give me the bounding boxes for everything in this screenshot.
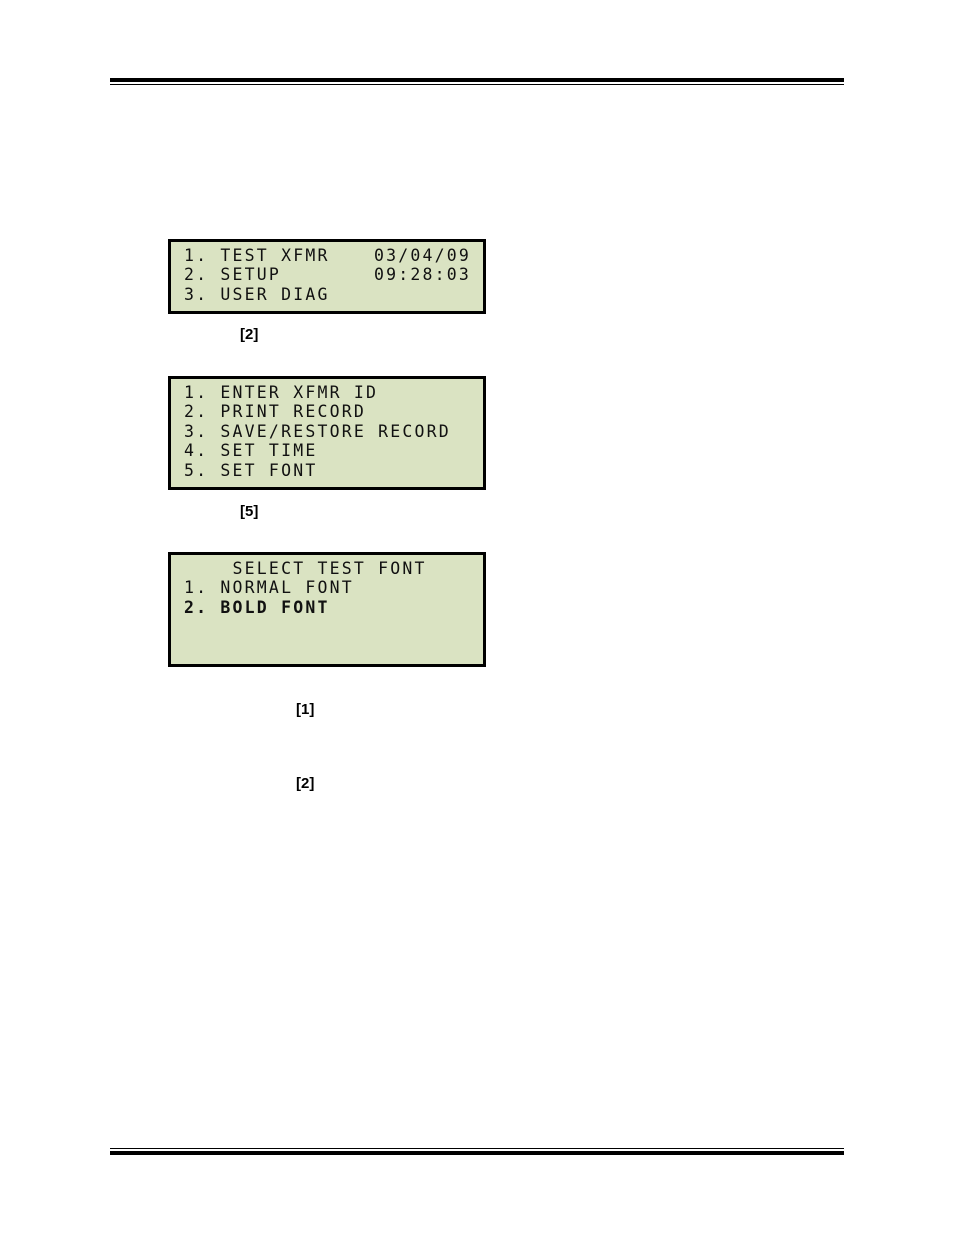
menu-test-xfmr: 1. TEST XFMR bbox=[184, 246, 330, 265]
key-label-bold-font: [2] bbox=[296, 775, 315, 792]
lcd-setup-menu: 1. ENTER XFMR ID 2. PRINT RECORD 3. SAVE… bbox=[168, 376, 486, 490]
lcd-line: 1. TEST XFMR 03/04/09 bbox=[184, 246, 483, 265]
header-rule-thin bbox=[110, 84, 844, 85]
menu-set-time: 4. SET TIME bbox=[184, 441, 318, 461]
menu-bold-font: 2. BOLD FONT bbox=[184, 597, 330, 617]
header-rule bbox=[110, 78, 844, 85]
lcd-select-font: SELECT TEST FONT 1. NORMAL FONT 2. BOLD … bbox=[168, 552, 486, 667]
menu-user-diag: 3. USER DIAG bbox=[184, 284, 330, 304]
key-label-normal-font: [1] bbox=[296, 701, 315, 718]
key-label-set-font: [5] bbox=[240, 503, 259, 520]
lcd-line: 2. SETUP 09:28:03 bbox=[184, 265, 483, 284]
lcd-main-menu: 1. TEST XFMR 03/04/09 2. SETUP 09:28:03 3.… bbox=[168, 239, 486, 314]
header-rule-thick bbox=[110, 78, 844, 82]
menu-setup: 2. SETUP bbox=[184, 265, 282, 285]
footer-rule bbox=[110, 1148, 844, 1155]
key-label-setup: [2] bbox=[240, 326, 259, 343]
lcd-date: 03/04/09 bbox=[374, 246, 472, 265]
lcd-time: 09:28:03 bbox=[374, 265, 472, 285]
lcd-title-select-test-font: SELECT TEST FONT bbox=[184, 559, 427, 578]
footer-rule-thick bbox=[110, 1151, 844, 1155]
menu-normal-font: 1. NORMAL FONT bbox=[184, 578, 354, 598]
footer-rule-thin bbox=[110, 1148, 844, 1149]
menu-enter-xfmr-id: 1. ENTER XFMR ID bbox=[184, 383, 379, 402]
menu-save-restore-record: 3. SAVE/RESTORE RECORD bbox=[184, 421, 451, 441]
menu-set-font: 5. SET FONT bbox=[184, 460, 318, 480]
menu-print-record: 2. PRINT RECORD bbox=[184, 402, 367, 422]
lcd-line: 3. USER DIAG bbox=[184, 285, 483, 304]
